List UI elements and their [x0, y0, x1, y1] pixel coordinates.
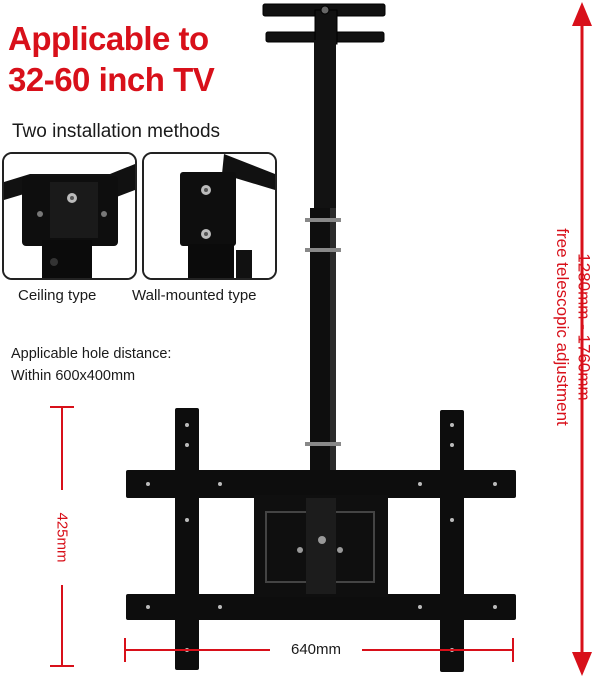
wall-mounted-type-photo [142, 152, 277, 280]
vertical-arm-left [175, 408, 199, 670]
horizontal-spacing-marker [124, 638, 514, 662]
center-mount-plate [254, 495, 388, 597]
horizontal-rail-bottom [126, 594, 516, 620]
vertical-spacing-marker [50, 406, 74, 667]
ceiling-type-photo [2, 152, 137, 280]
horizontal-spacing-label: 640mm [291, 641, 342, 658]
vertical-spacing-label: 425mm [53, 511, 71, 563]
height-dimension-arrow [572, 2, 592, 676]
ceiling-bracket [262, 3, 386, 45]
headline-line-2: 32-60 inch TV [8, 61, 215, 98]
vertical-arm-right [440, 410, 464, 672]
headline-line-1: Applicable to [8, 20, 209, 57]
height-range-label: 1280mm - 1760mm [574, 253, 594, 401]
ceiling-type-caption: Ceiling type [18, 287, 97, 304]
installation-methods-title: Two installation methods [12, 121, 221, 142]
hole-distance-value: Within 600x400mm [11, 368, 136, 384]
horizontal-rail-top [126, 470, 516, 498]
hole-distance-label: Applicable hole distance: [11, 346, 172, 362]
telescopic-pole [305, 40, 341, 470]
wall-mounted-type-caption: Wall-mounted type [132, 287, 257, 304]
telescopic-adjustment-label: free telescopic adjustment [552, 228, 572, 426]
